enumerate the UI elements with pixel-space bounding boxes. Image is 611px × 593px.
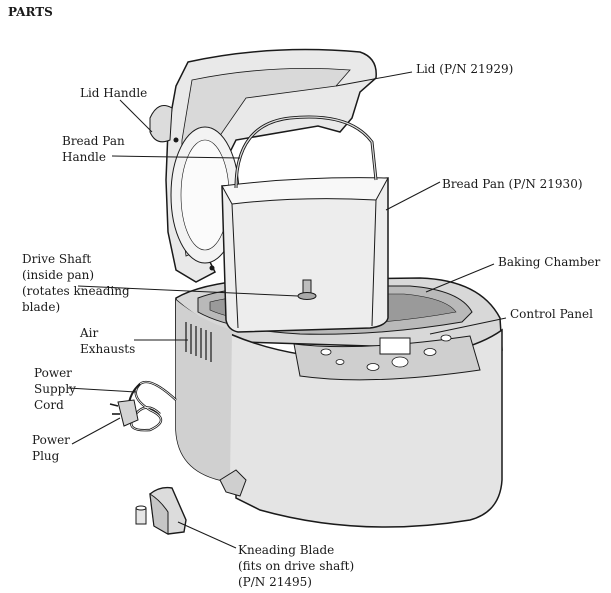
power-cord-drawing bbox=[109, 380, 177, 432]
leader-lid-handle bbox=[119, 99, 153, 133]
labels: Lid (P/N 21929) Lid Handle Bread Pan Han… bbox=[22, 62, 601, 589]
label-bread-pan: Bread Pan (P/N 21930) bbox=[442, 177, 583, 191]
bread-pan-drawing bbox=[221, 115, 389, 333]
label-lid: Lid (P/N 21929) bbox=[416, 62, 513, 76]
label-kneading-blade-line1: Kneading Blade bbox=[238, 543, 334, 557]
leader-bread-pan bbox=[385, 181, 441, 211]
kneading-blade-drawing bbox=[135, 486, 187, 535]
leader-bread-pan-handle bbox=[111, 155, 241, 159]
leader-baking-chamber bbox=[425, 263, 495, 293]
label-power-supply-cord-line2: Supply bbox=[34, 382, 76, 396]
label-power-supply-cord-line3: Cord bbox=[34, 398, 64, 412]
label-bread-pan-handle-line1: Bread Pan bbox=[62, 134, 125, 148]
label-power-plug-line2: Plug bbox=[32, 449, 60, 463]
label-baking-chamber: Baking Chamber bbox=[498, 255, 601, 269]
air-exhaust-slots bbox=[185, 322, 212, 362]
label-control-panel: Control Panel bbox=[510, 307, 593, 321]
label-drive-shaft-line3: (rotates kneading bbox=[22, 284, 130, 298]
label-drive-shaft-line2: (inside pan) bbox=[22, 268, 94, 282]
label-kneading-blade-line2: (fits on drive shaft) bbox=[238, 559, 354, 573]
label-power-plug-line1: Power bbox=[32, 433, 70, 447]
label-air-exhausts-line2: Exhausts bbox=[80, 342, 135, 356]
label-drive-shaft-line1: Drive Shaft bbox=[22, 252, 91, 266]
label-air-exhausts-line1: Air bbox=[79, 326, 99, 340]
leader-drive-shaft bbox=[77, 285, 299, 297]
bread-maker-illustration bbox=[109, 48, 503, 535]
leader-lid bbox=[335, 71, 413, 87]
leader-control-panel bbox=[429, 317, 507, 335]
label-bread-pan-handle-line2: Handle bbox=[62, 150, 106, 164]
leader-power-plug bbox=[71, 417, 121, 445]
leader-kneading-blade bbox=[177, 521, 237, 549]
label-lid-handle: Lid Handle bbox=[80, 86, 147, 100]
leader-power-supply-cord bbox=[67, 387, 137, 393]
parts-heading: PARTS bbox=[8, 5, 53, 19]
label-power-supply-cord-line1: Power bbox=[34, 366, 72, 380]
label-kneading-blade-line3: (P/N 21495) bbox=[238, 575, 312, 589]
leader-lines bbox=[67, 71, 507, 549]
label-drive-shaft-line4: blade) bbox=[22, 300, 60, 314]
